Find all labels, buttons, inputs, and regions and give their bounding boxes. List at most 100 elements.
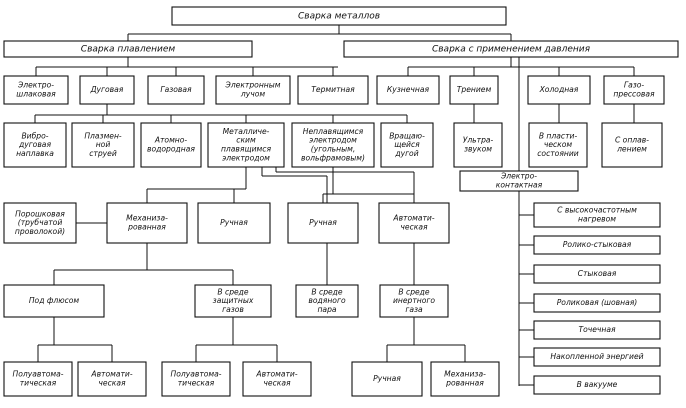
node-label: щейся <box>394 140 420 149</box>
node-atomhyd: Атомно-водородная <box>140 122 202 168</box>
node-label: рованная <box>127 222 166 231</box>
node-box <box>527 75 591 105</box>
node-label: В среде <box>311 287 343 296</box>
node-box <box>343 40 679 58</box>
node-label: состоянии <box>537 149 579 158</box>
node-label: тическая <box>20 378 57 387</box>
node-butt: Стыковая <box>533 264 661 284</box>
node-box <box>197 202 271 244</box>
node-box <box>449 75 499 105</box>
node-thermit: Термитная <box>297 75 369 105</box>
node-label: Вращаю- <box>389 131 425 140</box>
node-label: дугой <box>394 149 418 158</box>
node-box <box>351 361 423 397</box>
node-label: лением <box>616 144 647 153</box>
node-box <box>533 375 661 395</box>
node-box <box>106 202 188 244</box>
node-box <box>3 122 67 168</box>
node-box <box>430 361 500 397</box>
node-label: Порошковая <box>15 209 65 218</box>
node-box <box>194 284 272 318</box>
node-label: Ручная <box>309 218 337 227</box>
node-label: газов <box>222 305 244 314</box>
node-label: ческая <box>400 222 428 231</box>
node-manual1: Ручная <box>197 202 271 244</box>
node-label: рованная <box>445 378 484 387</box>
node-box <box>3 361 73 397</box>
node-box <box>3 75 69 105</box>
node-melt: С оплав-лением <box>601 122 663 168</box>
node-forge: Кузнечная <box>376 75 440 105</box>
node-box <box>533 293 661 313</box>
node-manual2: Ручная <box>287 202 359 244</box>
node-label: Стыковая <box>578 269 617 278</box>
node-box <box>528 122 588 168</box>
node-label: В среде <box>217 287 249 296</box>
node-box <box>376 75 440 105</box>
node-box <box>297 75 369 105</box>
node-label: Полуавтома- <box>12 370 63 379</box>
node-box <box>3 284 105 318</box>
node-fusion: Сварка плавлением <box>3 40 253 58</box>
node-label: вольфрамовым) <box>301 153 365 162</box>
node-box <box>380 122 434 168</box>
node-label: Автомати- <box>392 214 434 223</box>
node-box <box>533 264 661 284</box>
node-label: Трением <box>457 85 492 94</box>
node-label: проволокой) <box>15 227 65 236</box>
node-label: Металличе- <box>223 127 270 136</box>
node-label: ским <box>236 136 256 145</box>
node-label: ной <box>96 140 111 149</box>
node-friction: Трением <box>449 75 499 105</box>
node-label: лучом <box>240 89 265 98</box>
node-spot: Точечная <box>533 320 661 340</box>
node-box <box>533 235 661 255</box>
node-box <box>171 6 507 26</box>
node-box <box>71 122 135 168</box>
node-label: электродом <box>222 153 270 162</box>
node-label: ческая <box>263 378 291 387</box>
node-semiauto1: Полуавтома-тическая <box>3 361 73 397</box>
node-underflux: Под флюсом <box>3 284 105 318</box>
node-box <box>161 361 231 397</box>
node-label: Кузнечная <box>387 85 430 94</box>
node-noncons: Неплавящимсяэлектродом(угольным,вольфрам… <box>291 122 375 168</box>
node-gaspress: Газо-прессовая <box>603 75 665 105</box>
node-label: плавящимся <box>221 144 272 153</box>
node-label: ческая <box>98 378 126 387</box>
node-box <box>140 122 202 168</box>
node-box <box>207 122 285 168</box>
node-box <box>77 361 147 397</box>
node-label: защитных <box>213 296 254 305</box>
node-box <box>379 284 449 318</box>
node-label: С оплав- <box>615 136 649 145</box>
node-box <box>378 202 450 244</box>
node-label: контактная <box>496 180 543 189</box>
node-box <box>603 75 665 105</box>
node-stored: Накопленной энергией <box>533 347 661 367</box>
node-label: В вакууме <box>577 380 618 389</box>
node-label: инертного <box>393 296 435 305</box>
node-label: Роликовая (шовная) <box>557 298 638 307</box>
node-label: Автомати- <box>255 370 297 379</box>
node-pressure: Сварка с применением давления <box>343 40 679 58</box>
node-label: Автомати- <box>90 370 132 379</box>
node-label: Газо- <box>624 81 645 90</box>
node-box <box>601 122 663 168</box>
node-box <box>3 40 253 58</box>
node-label: звуком <box>464 144 492 153</box>
node-label: Вибро- <box>21 131 48 140</box>
node-label: Дуговая <box>90 85 124 94</box>
node-box <box>3 202 77 244</box>
node-auto1: Автомати-ческая <box>77 361 147 397</box>
node-label: ческом <box>544 140 573 149</box>
node-box <box>287 202 359 244</box>
